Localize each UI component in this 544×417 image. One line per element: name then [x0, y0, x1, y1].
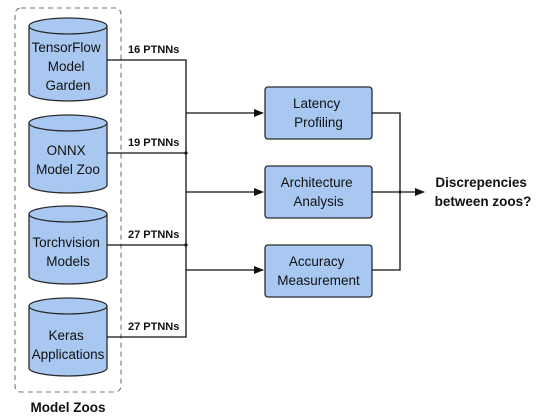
zoo-onnx-label: ONNX Model Zoo	[36, 143, 100, 177]
zoo-torchvision-count: 27 PTNNs	[128, 229, 179, 241]
zoo-tensorflow-cylinder: TensorFlow Model Garden	[28, 17, 108, 102]
output-question: Discrepencies between zoos?	[435, 175, 532, 209]
process-accuracy-label: Accuracy Measurement	[277, 254, 360, 288]
zoo-onnx-count: 19 PTNNs	[128, 137, 179, 149]
model-zoos-group	[14, 7, 122, 393]
process-latency-profiling: Latency Profiling	[264, 86, 373, 140]
zoo-keras-label: Keras Applications	[32, 328, 105, 362]
zoo-torchvision-cylinder: Torchvision Models	[28, 205, 108, 285]
process-accuracy-measurement: Accuracy Measurement	[264, 244, 373, 298]
zoo-torchvision-label: Torchvision Models	[32, 235, 103, 269]
output-connectors	[372, 112, 402, 271]
process-latency-label: Latency Profiling	[293, 96, 344, 130]
process-architecture-analysis: Architecture Analysis	[264, 165, 373, 219]
zoo-onnx-cylinder: ONNX Model Zoo	[28, 114, 108, 194]
zoo-keras-count: 27 PTNNs	[128, 321, 179, 333]
zoo-tensorflow-label: TensorFlow Model Garden	[32, 40, 105, 93]
zoo-tensorflow-count: 16 PTNNs	[128, 44, 179, 56]
zoo-keras-cylinder: Keras Applications	[28, 297, 108, 377]
zoo-connectors	[107, 59, 188, 338]
process-architecture-label: Architecture Analysis	[281, 175, 357, 209]
group-label: Model Zoos	[31, 400, 106, 415]
